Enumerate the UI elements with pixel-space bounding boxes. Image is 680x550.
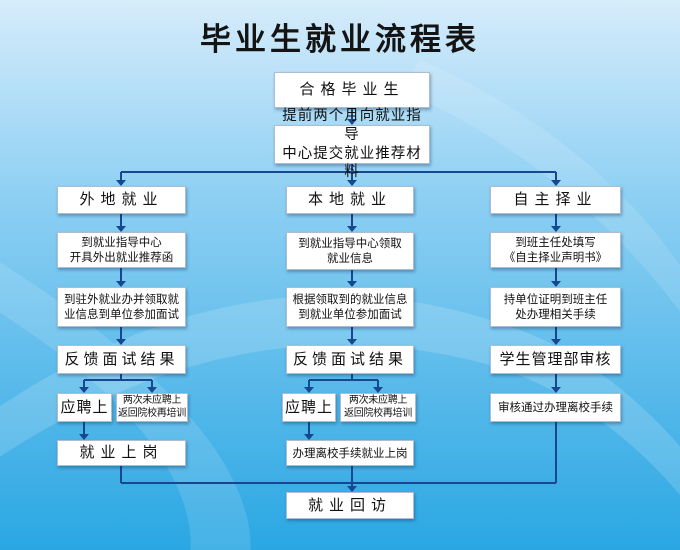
node-waidi-feedback: 反馈面试结果 — [57, 345, 186, 374]
node-bendi-onboard: 办理离校手续就业上岗 — [286, 440, 414, 466]
node-follow-up-visit: 就业回访 — [286, 492, 414, 519]
node-bendi-step2: 根据领取到的就业信息 到就业单位参加面试 — [286, 287, 414, 327]
node-zizhu-review: 学生管理部审核 — [490, 345, 621, 374]
node-waidi-step1: 到就业指导中心 开具外出就业推荐函 — [57, 232, 186, 268]
page-title: 毕业生就业流程表 — [200, 22, 480, 58]
node-bendi-hired: 应聘上 — [282, 393, 336, 422]
node-zizhu-employment: 自主择业 — [490, 186, 621, 214]
decorative-swoosh — [400, 60, 680, 312]
node-submit-materials: 提前两个月向就业指导 中心提交就业推荐材料 — [274, 108, 430, 180]
node-zizhu-step2: 持单位证明到班主任 处办理相关手续 — [490, 287, 621, 327]
node-qualified-graduate: 合格毕业生 — [274, 72, 430, 108]
node-waidi-hired: 应聘上 — [57, 393, 112, 422]
node-waidi-retrain: 两次未应聘上 返回院校再培训 — [116, 393, 188, 422]
node-bendi-retrain: 两次未应聘上 返回院校再培训 — [340, 393, 416, 422]
node-bendi-feedback: 反馈面试结果 — [286, 345, 414, 374]
node-bendi-employment: 本地就业 — [286, 186, 414, 214]
node-waidi-onboard: 就业上岗 — [57, 440, 186, 466]
node-zizhu-leave: 审核通过办理离校手续 — [490, 393, 621, 422]
node-zizhu-step1: 到班主任处填写 《自主择业声明书》 — [490, 232, 621, 268]
node-waidi-step2: 到驻外就业办并领取就 业信息到单位参加面试 — [57, 287, 186, 327]
node-bendi-step1: 到就业指导中心领取 就业信息 — [286, 232, 414, 270]
node-waidi-employment: 外地就业 — [57, 186, 186, 214]
